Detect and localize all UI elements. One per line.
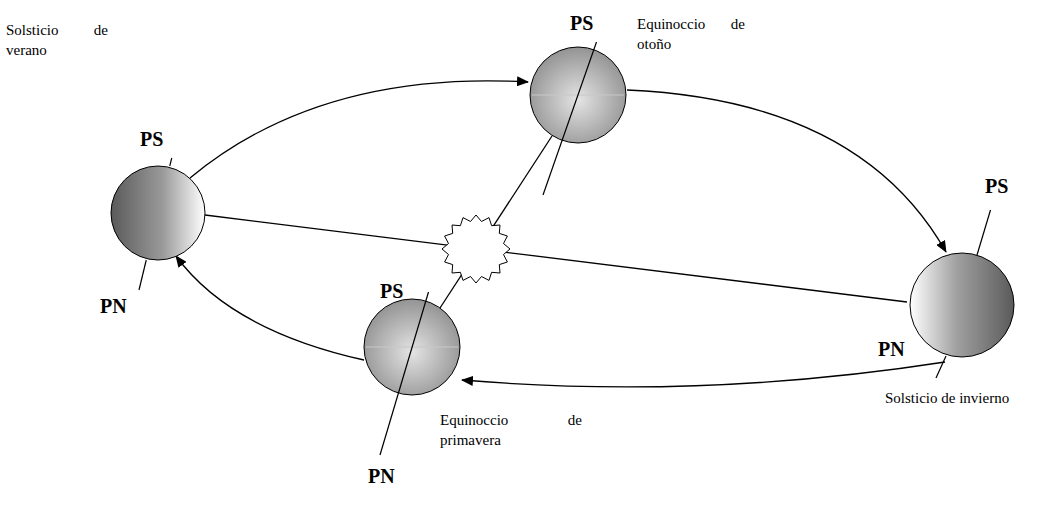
pole-label: PS xyxy=(985,175,1008,198)
season-label: Equinoccio de primavera xyxy=(440,410,582,450)
pole-label: PS xyxy=(570,12,593,35)
orbit-arc xyxy=(190,81,528,178)
pole-label: PN xyxy=(368,465,395,488)
earth-axis xyxy=(170,158,172,166)
earth-axis xyxy=(139,260,146,290)
earth-axis xyxy=(977,210,991,255)
season-label: Equinoccio de otoño xyxy=(637,14,745,54)
earth-axis xyxy=(936,356,946,378)
season-label: Solsticio de invierno xyxy=(885,388,1009,408)
earth-axis xyxy=(380,292,429,455)
sun-line xyxy=(205,215,907,302)
orbit-arc xyxy=(176,256,364,360)
season-label: Solsticio de verano xyxy=(6,20,108,60)
pole-label: PN xyxy=(100,295,127,318)
earth xyxy=(111,166,205,260)
orbit-arc xyxy=(462,362,945,387)
earth-axis xyxy=(543,42,597,195)
sun-symbol xyxy=(442,215,510,283)
earth xyxy=(910,253,1014,357)
orbit-arc xyxy=(627,90,946,252)
pole-label: PS xyxy=(140,128,163,151)
pole-label: PN xyxy=(878,338,905,361)
sun-line xyxy=(440,136,552,308)
pole-label: PS xyxy=(380,280,403,303)
